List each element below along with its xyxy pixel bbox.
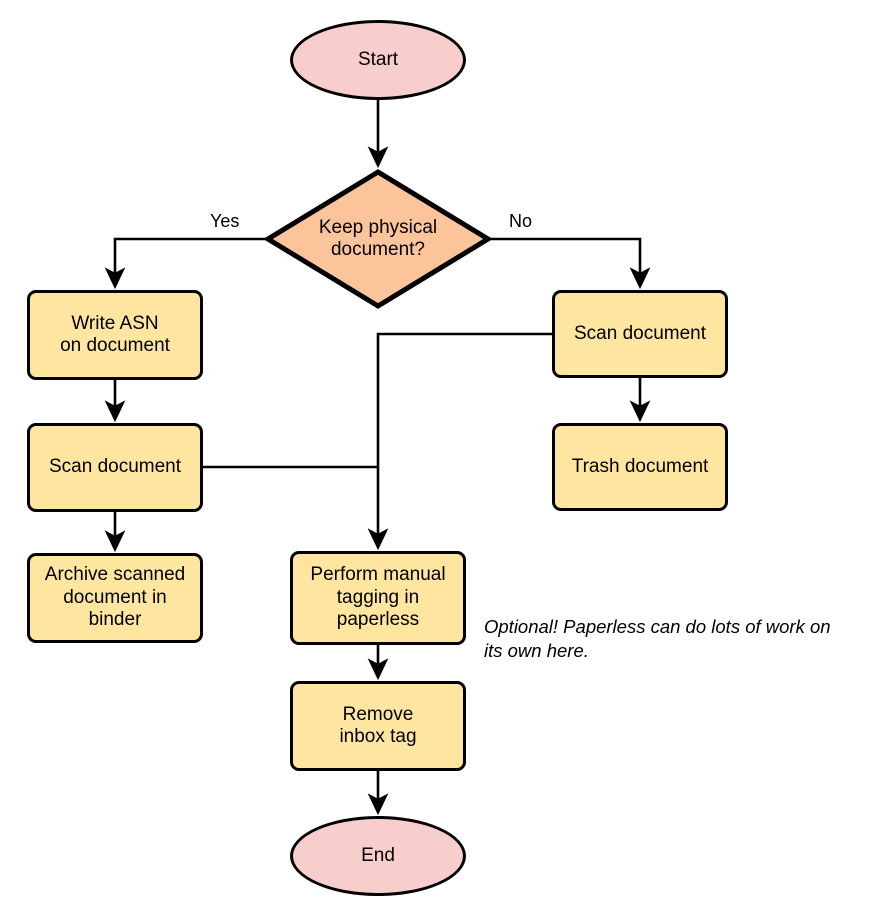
node-scan-document-left[interactable]: Scan document bbox=[27, 423, 203, 512]
node-scan-document-left-label: Scan document bbox=[48, 456, 182, 478]
edge-label-no-text: No bbox=[509, 211, 533, 231]
edge-label-yes-text: Yes bbox=[210, 211, 240, 231]
node-remove-inbox-tag-label: Remove inbox tag bbox=[339, 703, 417, 747]
node-perform-manual-tagging[interactable]: Perform manual tagging in paperless bbox=[290, 551, 466, 645]
node-trash-document-label: Trash document bbox=[571, 455, 709, 477]
edge-decision-no-to-scan-right bbox=[491, 237, 651, 290]
node-write-asn-on-document[interactable]: Write ASN on document bbox=[27, 290, 203, 380]
node-start[interactable]: Start bbox=[290, 20, 466, 100]
edge-label-no: No bbox=[509, 212, 532, 230]
edge-label-yes: Yes bbox=[210, 212, 239, 230]
node-trash-document[interactable]: Trash document bbox=[552, 423, 728, 511]
node-write-asn-label: Write ASN on document bbox=[60, 312, 170, 356]
node-scan-document-right[interactable]: Scan document bbox=[552, 290, 728, 378]
edge-scan-right-to-manual-tagging bbox=[367, 332, 552, 551]
node-scan-document-right-label: Scan document bbox=[573, 322, 707, 344]
node-archive-label: Archive scanned document in binder bbox=[44, 564, 186, 631]
node-decision-label: Keep physical document? bbox=[318, 216, 438, 260]
node-end-label: End bbox=[361, 844, 395, 866]
annotation-optional-note: Optional! Paperless can do lots of work … bbox=[484, 590, 884, 664]
node-remove-inbox-tag[interactable]: Remove inbox tag bbox=[290, 681, 466, 771]
node-end[interactable]: End bbox=[290, 816, 466, 896]
node-decision-keep-physical-document[interactable]: Keep physical document? bbox=[265, 169, 491, 309]
edge-decision-yes-to-write-asn bbox=[104, 237, 265, 290]
node-archive-scanned-document[interactable]: Archive scanned document in binder bbox=[27, 553, 203, 643]
node-start-label: Start bbox=[357, 48, 399, 70]
annotation-optional-note-text: Optional! Paperless can do lots of work … bbox=[484, 615, 831, 662]
diamond-shape bbox=[265, 169, 491, 309]
node-perform-manual-tagging-label: Perform manual tagging in paperless bbox=[310, 564, 446, 631]
